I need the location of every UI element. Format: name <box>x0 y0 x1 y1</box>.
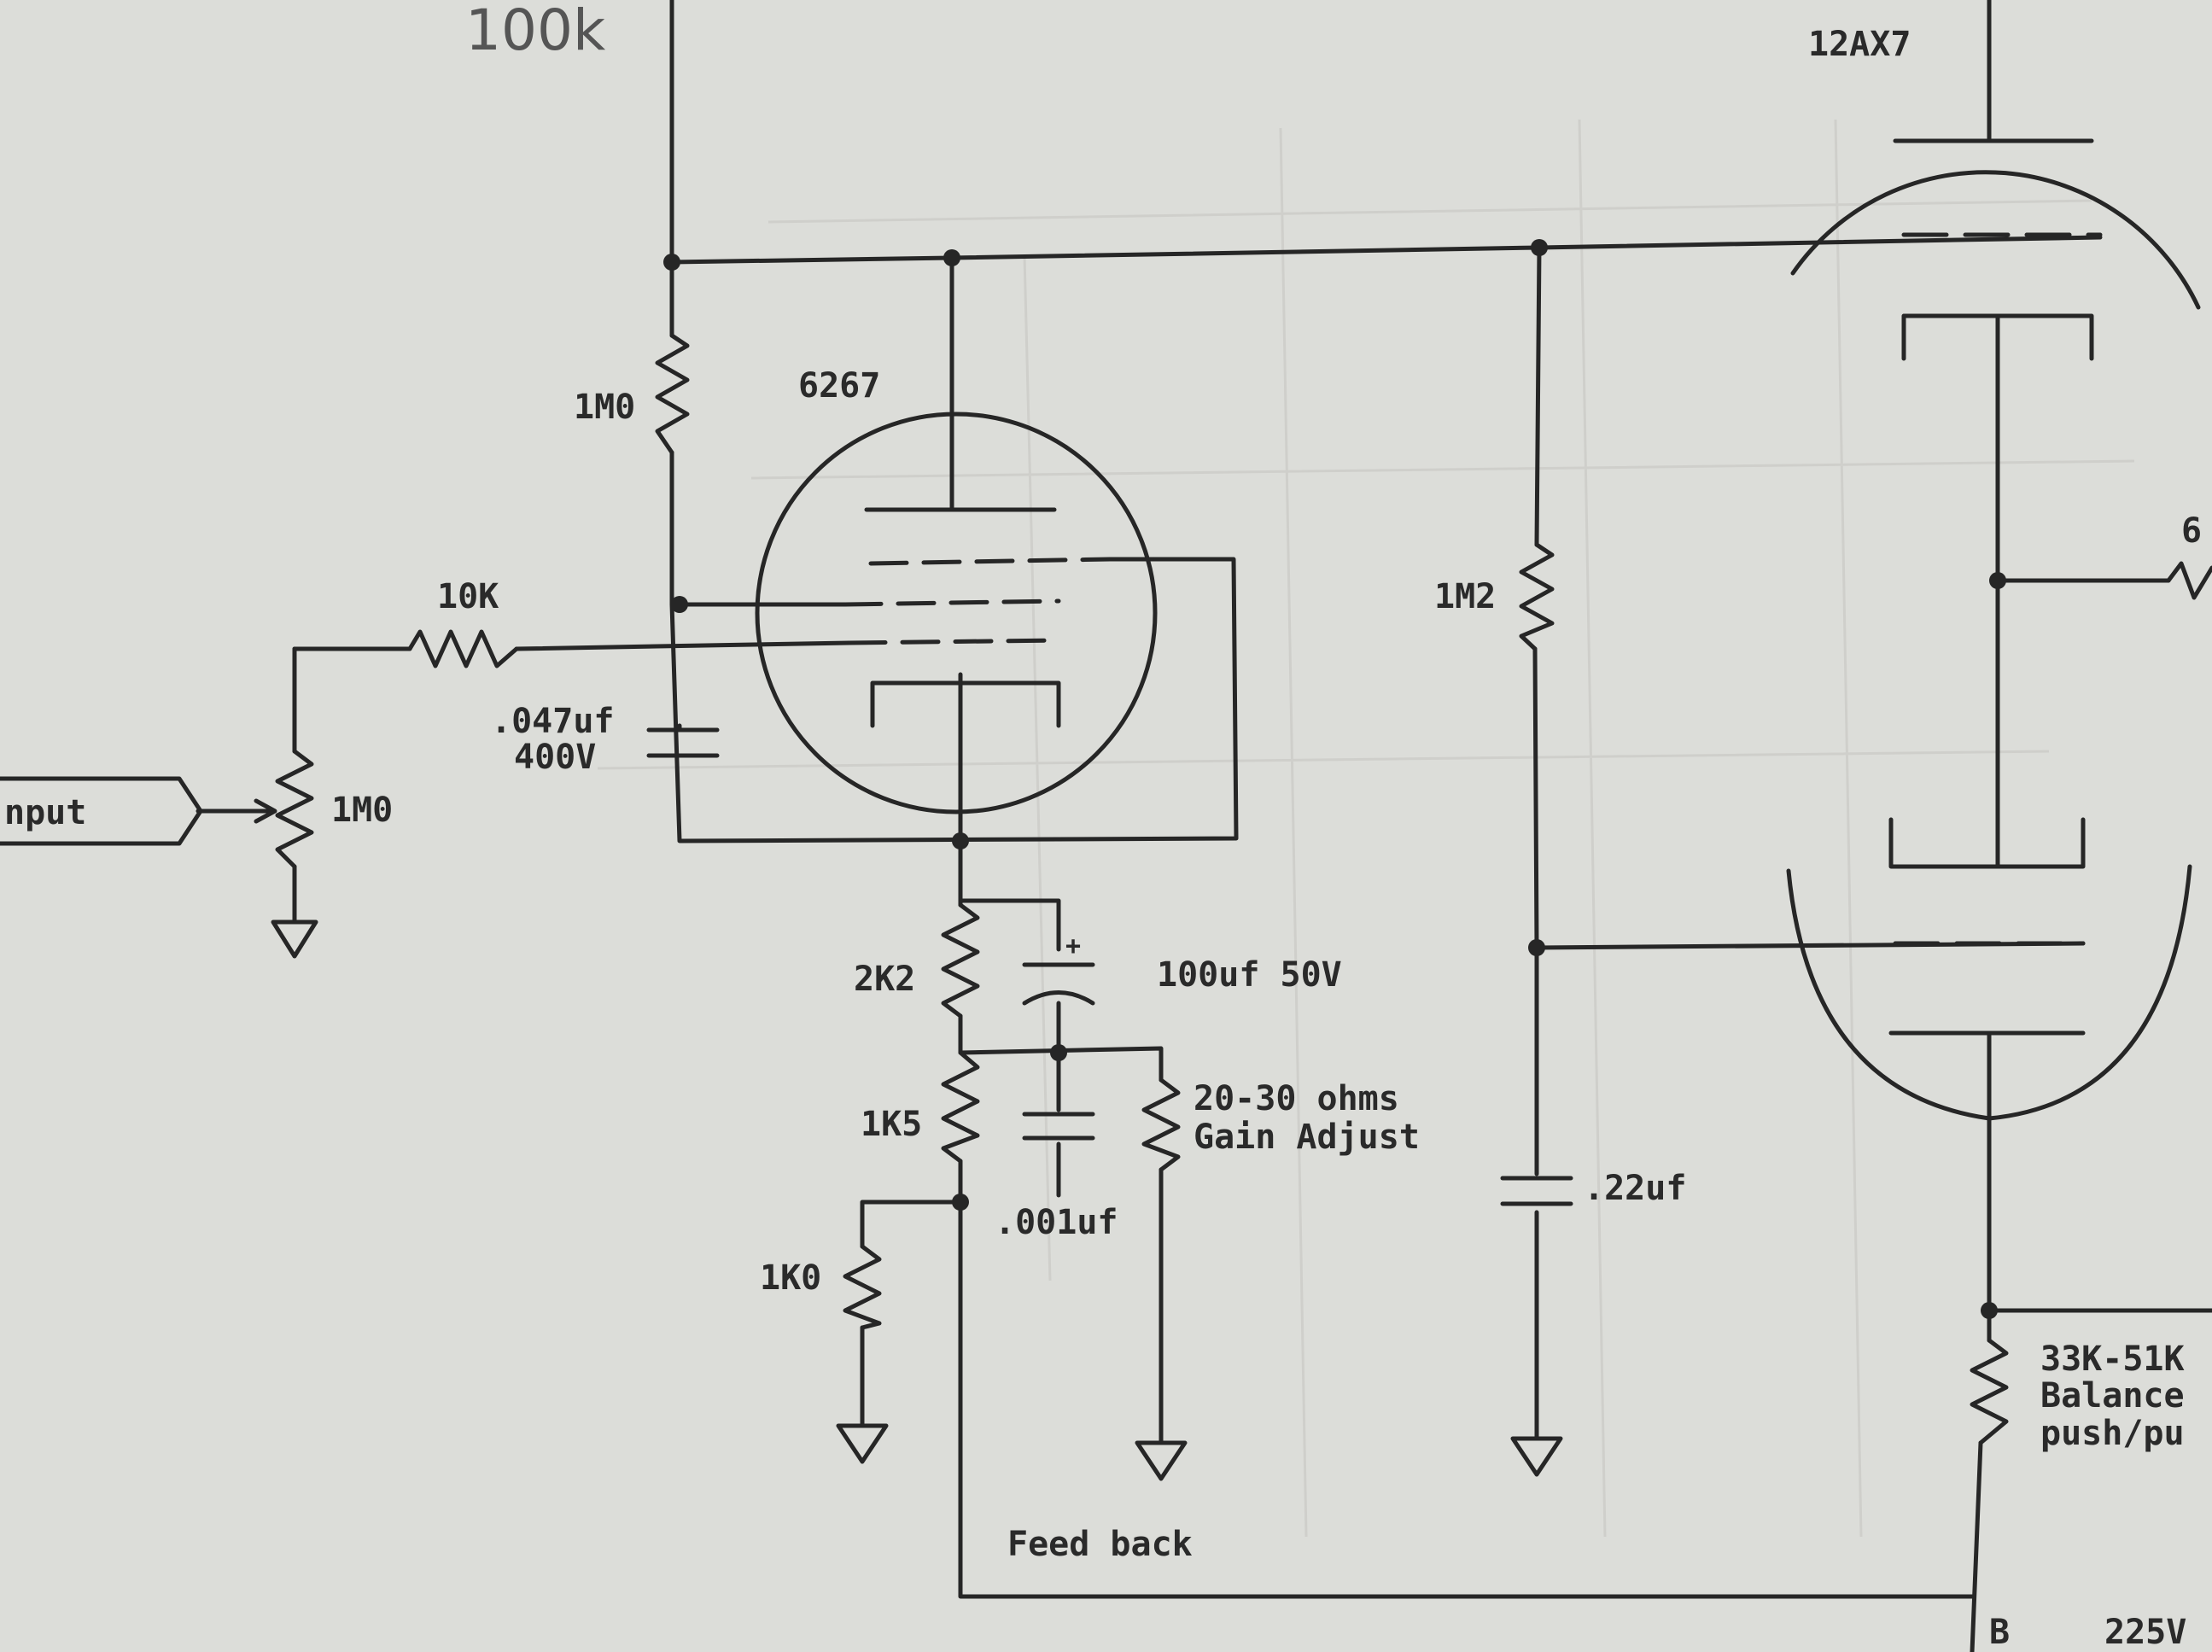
label-r-plate: 1M0 <box>574 388 635 427</box>
handwritten-note: 100k <box>465 0 606 63</box>
resistor-gain-adjust <box>1141 1077 1181 1172</box>
label-cap-screen-value: .047uf <box>491 702 615 741</box>
label-r-gain-line1: 20-30 ohms <box>1194 1079 1399 1118</box>
label-partial-right: 6 <box>2181 511 2202 551</box>
ground-icon <box>1135 1440 1188 1481</box>
label-feedback: Feed back <box>1007 1525 1193 1564</box>
pot-wiper-arrow <box>196 798 277 824</box>
resistor-10k <box>407 629 519 668</box>
label-cap-plus: + <box>1065 931 1081 961</box>
label-pot: 1M0 <box>331 791 393 830</box>
resistors <box>196 333 2212 1445</box>
label-r-balance-line2: Balance <box>2040 1376 2185 1416</box>
label-r-gain-line2: Gain Adjust <box>1194 1118 1420 1157</box>
resistor-1k0 <box>843 1244 882 1330</box>
ground-icon <box>271 919 318 959</box>
label-r-grid: 10K <box>437 577 499 616</box>
resistor-1m0-plate <box>655 333 690 455</box>
ground-symbols <box>271 919 1563 1481</box>
capacitor-001uf <box>1022 1112 1095 1141</box>
label-6267: 6267 <box>798 366 880 406</box>
resistor-1m2 <box>1519 542 1555 651</box>
junction-dots <box>663 239 2006 1319</box>
resistor-2k2 <box>941 902 980 1019</box>
tube-12ax7 <box>1786 138 2201 1121</box>
wires <box>292 0 2212 1652</box>
label-r-balance-line1: 33K-51K <box>2040 1340 2185 1379</box>
label-cap-bias: .22uf <box>1584 1169 1686 1208</box>
label-r-bias: 1M2 <box>1434 577 1496 616</box>
resistor-1k5 <box>941 1050 980 1164</box>
label-voltage: 225V <box>2104 1613 2186 1652</box>
capacitors <box>646 723 1573 1206</box>
capacitor-047uf <box>646 723 720 758</box>
potentiometer-1m0 <box>275 749 314 869</box>
label-12ax7: 12AX7 <box>1808 25 1911 64</box>
labels: 100k 12AX7 6267 1M0 10K .047uf 400V nput… <box>4 0 2202 1652</box>
input-connector <box>0 776 203 846</box>
tube-6267 <box>755 412 1158 814</box>
ground-icon <box>836 1423 889 1464</box>
label-node-b: B <box>1989 1613 2010 1652</box>
label-cap-small: .001uf <box>995 1203 1118 1242</box>
ground-icon <box>1510 1436 1563 1477</box>
resistor-balance <box>1970 1338 2009 1445</box>
label-r-balance-line3: push/pu <box>2040 1414 2185 1453</box>
label-cap-screen-voltage: 400V <box>514 738 596 777</box>
label-r-cathode-3: 1K0 <box>760 1258 821 1298</box>
capacitor-100uf <box>1022 962 1095 1006</box>
label-r-cathode-1: 2K2 <box>854 960 915 999</box>
resistor-partial-right <box>2166 561 2212 600</box>
capacitor-22uf <box>1500 1176 1573 1206</box>
label-cap-cathode: 100uf 50V <box>1157 955 1342 995</box>
label-r-cathode-2: 1K5 <box>861 1105 922 1144</box>
label-input: nput <box>4 793 86 832</box>
